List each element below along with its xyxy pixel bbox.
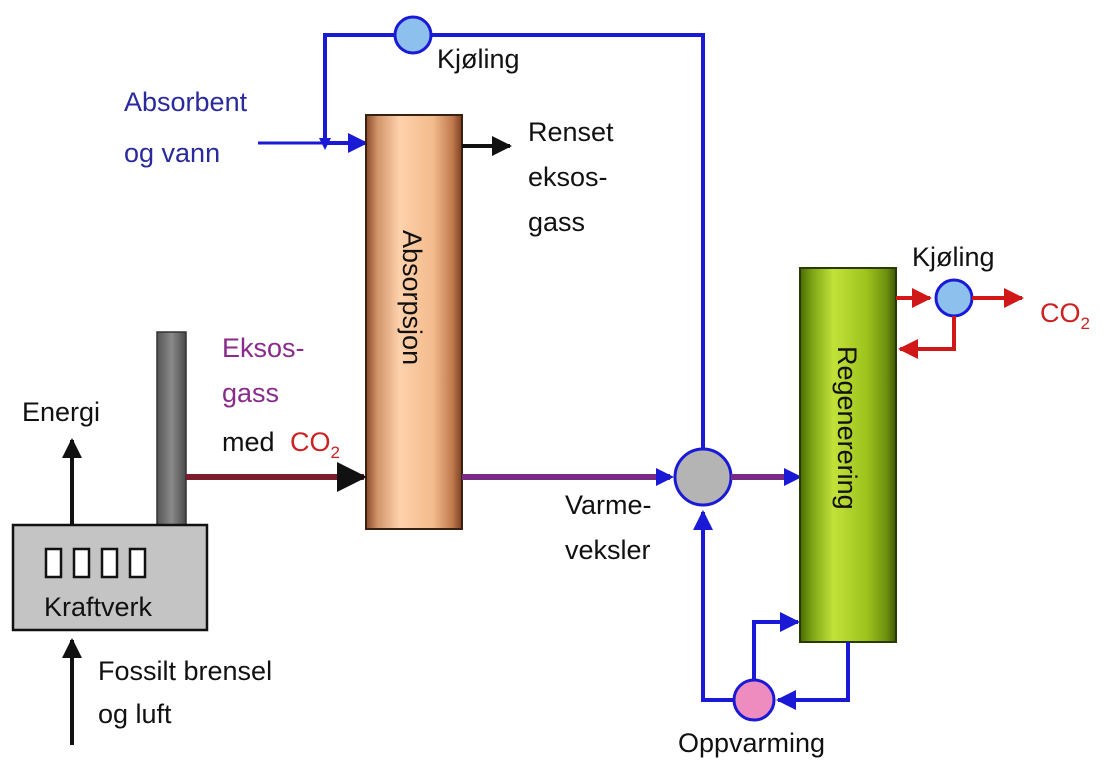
co2-output-label: CO2 (1040, 298, 1090, 333)
exhaust-label-3: med CO2 (222, 427, 340, 462)
absorption-column (365, 114, 463, 530)
chimney-stack (156, 331, 187, 527)
absorption-label: Absorpsjon (397, 230, 427, 365)
heat-exchanger-label: Varme- (565, 490, 652, 520)
exhaust-label: Eksos- (222, 333, 305, 363)
reboiler-return-line (752, 612, 800, 680)
cleaned-exhaust-label-2: eksos- (528, 162, 608, 192)
lean-absorbent-line (693, 510, 734, 702)
cleaned-exhaust-label-3: gass (528, 207, 585, 237)
heat-exchanger-icon (673, 447, 733, 507)
heat-exchanger-label-2: veksler (565, 535, 651, 565)
cleaned-exhaust-label: Renset (528, 117, 614, 147)
absorbent-label-2: og vann (124, 138, 220, 168)
exhaust-label-2: gass (222, 378, 279, 408)
top-cooler-icon (393, 15, 433, 55)
right-cooler-label: Kjøling (912, 242, 995, 272)
top-cooler-label: Kjøling (437, 44, 520, 74)
power-plant-label: Kraftverk (44, 592, 153, 622)
regeneration-label: Regenerering (832, 346, 862, 510)
window-icon (128, 547, 147, 579)
heater-icon (732, 678, 776, 722)
absorbent-label: Absorbent (124, 87, 248, 117)
heating-label: Oppvarming (678, 728, 825, 758)
window-icon (44, 547, 63, 579)
energy-label: Energi (22, 397, 100, 427)
fuel-label: Fossilt brensel (98, 656, 272, 686)
reboiler-draw-line (776, 642, 850, 710)
reflux-return-line (898, 316, 956, 359)
right-cooler-icon (934, 278, 974, 318)
fuel-label-2: og luft (98, 699, 172, 729)
window-icon (100, 547, 119, 579)
window-icon (72, 547, 91, 579)
